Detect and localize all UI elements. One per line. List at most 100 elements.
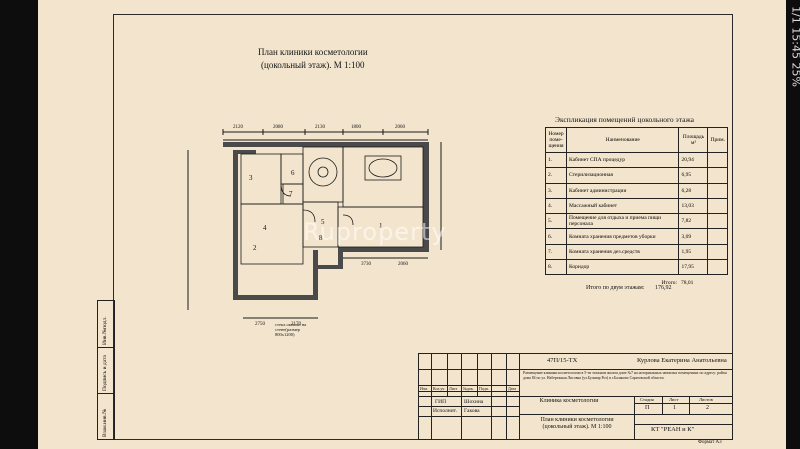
room-number: 2.	[545, 167, 567, 184]
room-number: 4.	[545, 197, 567, 215]
col-label: Лист	[449, 386, 458, 391]
room-note	[707, 197, 728, 215]
room-note	[707, 151, 728, 169]
svg-text:5: 5	[321, 218, 325, 226]
header-name: Наименование	[565, 127, 680, 153]
header-note: Прим.	[707, 127, 728, 153]
gip-name: Шохина	[464, 399, 484, 405]
room-number: 3.	[545, 182, 567, 199]
project-code: 47П/15-ТХ	[547, 357, 578, 364]
svg-text:8: 8	[319, 234, 323, 242]
room-area: 1,95	[678, 243, 709, 261]
isp-label: Исполнит.	[433, 408, 458, 414]
svg-text:6: 6	[291, 169, 295, 177]
room-number: 5.	[545, 213, 567, 230]
room-name: Комната хранения предметов уборки	[565, 228, 680, 245]
room-area: 6,28	[678, 182, 709, 199]
side-stamp-label: Взам.инв.№	[102, 408, 108, 437]
room-name: Кабинет администрации	[565, 182, 680, 199]
room-note	[707, 259, 728, 276]
col-label: Подп.	[479, 386, 489, 391]
sheets-value: 2	[706, 405, 709, 411]
svg-text:2: 2	[253, 244, 257, 252]
svg-text:1800: 1800	[351, 125, 362, 130]
room-name: Массажный кабинет	[565, 197, 680, 215]
drawing-title: План клиники косметологии	[258, 47, 368, 57]
room-number: 6.	[545, 228, 567, 245]
all-floors-label: Итого по двум этажам:	[586, 285, 645, 291]
drawing-subtitle: (цокольный этаж). М 1:100	[261, 60, 365, 70]
table-row: 5.Помещение для отдыха и приема пищи пер…	[545, 213, 728, 230]
drawing-sheet: Взам.инв.№ Подпись и дата Инв.№подл. Пла…	[38, 0, 786, 449]
status-bar: 1/1 15:45 25%	[786, 0, 800, 449]
col-label: №док.	[463, 386, 474, 391]
room-number: 1.	[545, 151, 567, 169]
room-note	[707, 167, 728, 184]
room-note	[707, 228, 728, 245]
svg-text:2120: 2120	[233, 125, 244, 130]
svg-text:3: 3	[249, 174, 253, 182]
side-stamp-label: Инв.№подл.	[102, 316, 108, 345]
room-name: Кабинет СПА процедур	[565, 151, 680, 169]
format-label: Формат А3	[698, 440, 722, 445]
col-label: Дата	[508, 386, 516, 391]
room-name: Помещение для отдыха и приема пищи персо…	[565, 213, 680, 230]
project-author: Курлова Екатерина Анатольевна	[637, 357, 727, 364]
watermark: Ruproperty	[303, 218, 447, 246]
svg-text:2060: 2060	[398, 262, 409, 267]
svg-text:2130: 2130	[315, 125, 326, 130]
total-row: Итого:78,01	[546, 275, 728, 290]
status-text: 1/1 15:45 25%	[789, 6, 800, 87]
room-area: 6,95	[678, 167, 709, 184]
sheets-label: Листов	[699, 397, 713, 402]
title-block: 47П/15-ТХ Курлова Екатерина Анатольевна …	[418, 353, 733, 440]
room-area: 3,09	[678, 228, 709, 245]
stage-label: Стадия	[640, 397, 654, 402]
col-label: Изм.	[420, 386, 428, 391]
side-stamp-label: Подпись и дата	[102, 355, 108, 391]
header-area: Площадь м²	[678, 127, 709, 153]
plan-note: стекл.окошко на стене(размер 800х1200)	[275, 322, 307, 337]
explication-title: Экспликация помещений цокольного этажа	[555, 115, 694, 124]
side-stamp: Взам.инв.№ Подпись и дата Инв.№подл.	[97, 300, 115, 440]
stage-value: П	[645, 405, 650, 411]
svg-text:2750: 2750	[255, 322, 266, 327]
svg-text:3730: 3730	[361, 262, 372, 267]
room-name: Коридор	[565, 259, 680, 276]
room-number: 8.	[545, 259, 567, 276]
room-note	[707, 182, 728, 199]
isp-name: Гакова	[464, 408, 480, 414]
explication-table: Номер поме-щения Наименование Площадь м²…	[545, 127, 728, 290]
sheet-title: План клиники косметологии (цокольный эта…	[540, 417, 614, 430]
room-note	[707, 243, 728, 261]
svg-text:1: 1	[379, 222, 383, 230]
all-floors-value: 176,92	[655, 285, 672, 291]
svg-text:4: 4	[263, 224, 267, 232]
header-number: Номер поме-щения	[545, 127, 567, 153]
room-name: Стерилизационная	[565, 167, 680, 184]
total-label: Итого:	[661, 279, 677, 286]
gip-label: ГИП	[435, 399, 447, 405]
sheet-value: 1	[673, 405, 676, 411]
room-area: 17,95	[678, 259, 709, 276]
col-label: Кол.уч	[433, 386, 445, 391]
svg-text:2170: 2170	[291, 322, 302, 327]
room-number: 7.	[545, 243, 567, 261]
organization: КТ "РЕАН и К"	[651, 426, 695, 433]
room-area: 7,82	[678, 213, 709, 230]
total-value: 78,01	[680, 279, 694, 286]
room-name: Комната хранения дез.средств	[565, 243, 680, 261]
object-name: Клиника косметологии	[539, 398, 599, 404]
svg-text:2080: 2080	[273, 125, 284, 130]
project-description: Размещение клиники косметологии в 5-ти э…	[523, 371, 727, 380]
sheet-label: Лист	[669, 397, 679, 402]
